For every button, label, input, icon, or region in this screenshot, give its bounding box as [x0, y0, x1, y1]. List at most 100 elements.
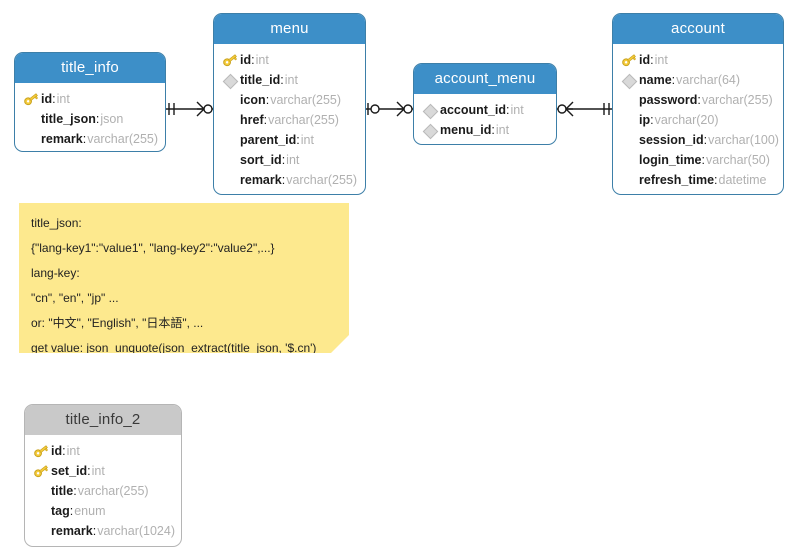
field-name: parent_id	[240, 133, 297, 147]
field-separator: :	[62, 444, 66, 458]
sticky-note-title_json-note[interactable]: title_json:{"lang-key1":"value1", "lang-…	[19, 203, 349, 353]
field-icon-none	[221, 130, 240, 150]
field-row[interactable]: menu_id:int	[414, 120, 556, 140]
field-row[interactable]: href:varchar(255)	[214, 110, 365, 130]
field-row[interactable]: tag:enum	[25, 501, 181, 521]
field-row[interactable]: session_id:varchar(100)	[613, 130, 783, 150]
field-type: int	[495, 123, 510, 137]
field-icon-none	[221, 110, 240, 130]
field-name: login_time	[639, 153, 702, 167]
field-name: icon	[240, 93, 266, 107]
field-row[interactable]: parent_id:int	[214, 130, 365, 150]
field-type: varchar(64)	[676, 73, 741, 87]
field-row[interactable]: account_id:int	[414, 100, 556, 120]
field-name: tag	[51, 504, 70, 518]
field-name: id	[51, 444, 63, 458]
field-separator: :	[703, 133, 708, 147]
diamond-icon	[620, 70, 639, 90]
key-icon	[32, 461, 51, 481]
field-name: id	[639, 53, 651, 67]
relationship-title_info-menu[interactable]	[166, 101, 213, 117]
field-type: datetime	[718, 173, 767, 187]
field-row[interactable]: password:varchar(255)	[613, 90, 783, 110]
field-type: varchar(100)	[708, 133, 779, 147]
field-row[interactable]: name:varchar(64)	[613, 70, 783, 90]
field-name: sort_id	[240, 153, 282, 167]
field-name: refresh_time	[639, 173, 715, 187]
field-separator: :	[73, 484, 77, 498]
field-icon-none	[32, 481, 51, 501]
field-type: json	[100, 112, 124, 126]
field-icon-none	[221, 150, 240, 170]
field-type: varchar(50)	[706, 153, 770, 167]
field-row[interactable]: icon:varchar(255)	[214, 90, 365, 110]
field-row[interactable]: remark:varchar(255)	[15, 129, 165, 149]
field-icon-none	[620, 150, 639, 170]
field-type: int	[510, 103, 524, 117]
key-icon	[221, 50, 240, 70]
field-type: int	[284, 73, 298, 87]
note-line: lang-key:	[31, 266, 80, 280]
field-name: id	[41, 92, 53, 106]
field-separator: :	[263, 113, 268, 127]
field-name: title	[51, 484, 74, 498]
field-name: menu_id	[440, 123, 492, 137]
relationship-menu-account_menu[interactable]	[366, 101, 413, 117]
field-row[interactable]: id:int	[15, 89, 165, 109]
field-icon-none	[221, 90, 240, 110]
field-separator: :	[671, 73, 676, 87]
field-type: varchar(255)	[268, 113, 339, 127]
field-separator: :	[87, 464, 91, 478]
field-row[interactable]: remark:varchar(255)	[214, 170, 365, 190]
field-row[interactable]: remark:varchar(1024)	[25, 521, 181, 541]
field-row[interactable]: set_id:int	[25, 461, 181, 481]
field-name: href	[240, 113, 264, 127]
field-row[interactable]: login_time:varchar(50)	[613, 150, 783, 170]
field-separator: :	[506, 103, 510, 117]
field-separator: :	[714, 173, 718, 187]
relationship-account_menu-account[interactable]	[557, 101, 612, 117]
field-row[interactable]: ip:varchar(20)	[613, 110, 783, 130]
key-icon	[22, 89, 41, 109]
field-separator: :	[265, 93, 270, 107]
field-icon-none	[32, 501, 51, 521]
field-name: title_json	[41, 112, 96, 126]
note-line: or: "中文", "English", "日本語", ...	[31, 316, 204, 330]
field-name: title_id	[240, 73, 281, 87]
field-name: remark	[240, 173, 282, 187]
entity-title-menu: menu	[214, 14, 365, 44]
field-type: varchar(20)	[654, 113, 719, 127]
field-name: session_id	[639, 133, 704, 147]
field-row[interactable]: title_id:int	[214, 70, 365, 90]
note-line: "cn", "en", "jp" ...	[31, 291, 119, 305]
field-row[interactable]: id:int	[214, 50, 365, 70]
field-name: id	[240, 53, 252, 67]
field-icon-none	[620, 90, 639, 110]
field-row[interactable]: sort_id:int	[214, 150, 365, 170]
field-name: remark	[41, 132, 83, 146]
entity-title-account_menu: account_menu	[414, 64, 556, 94]
field-row[interactable]: title_json:json	[15, 109, 165, 129]
field-separator: :	[296, 133, 300, 147]
note-line: title_json:	[31, 216, 82, 230]
field-row[interactable]: refresh_time:datetime	[613, 170, 783, 190]
field-icon-none	[221, 170, 240, 190]
field-row[interactable]: id:int	[613, 50, 783, 70]
field-separator: :	[251, 53, 255, 67]
field-type: varchar(255)	[270, 93, 342, 107]
field-name: name	[639, 73, 672, 87]
field-type: varchar(255)	[701, 93, 773, 107]
field-row[interactable]: id:int	[25, 441, 181, 461]
field-name: ip	[639, 113, 651, 127]
field-row[interactable]: title:varchar(255)	[25, 481, 181, 501]
